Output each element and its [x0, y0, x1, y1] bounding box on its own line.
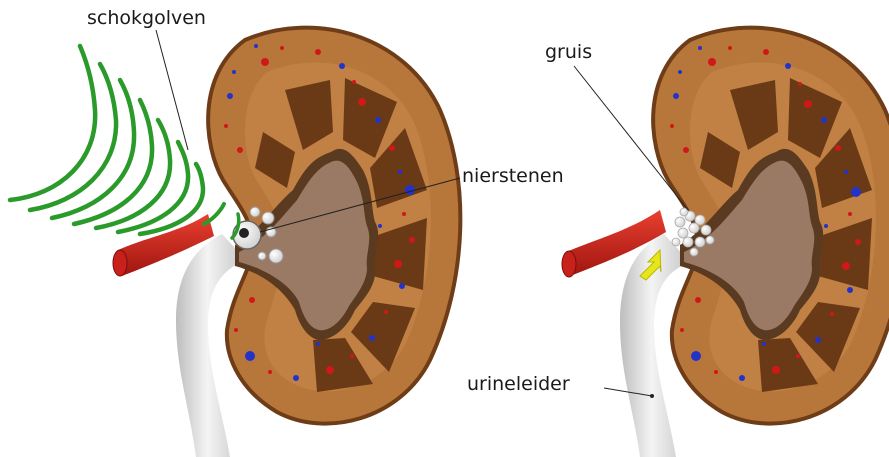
leader-shockwaves [156, 30, 188, 150]
shockwave-icon [10, 46, 239, 238]
label-stones: nierstenen [462, 165, 564, 187]
label-shockwaves: schokgolven [87, 7, 206, 29]
left-kidney-group [10, 28, 460, 457]
right-kidney-group [562, 28, 889, 457]
label-gravel: gruis [545, 41, 592, 63]
right-kidney [653, 28, 889, 424]
label-ureter: urineleider [467, 373, 570, 395]
